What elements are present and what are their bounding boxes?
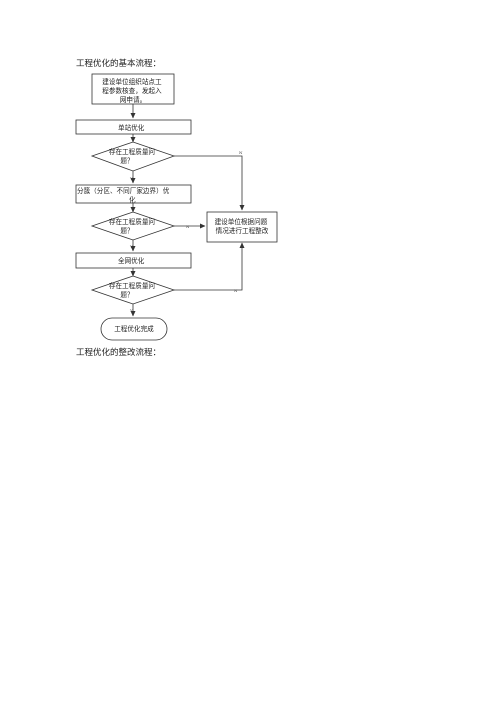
node-check3-diamond (90, 275, 176, 305)
heading-rectify-flow: 工程优化的整改流程： (76, 348, 162, 358)
flow-connectors (130, 104, 245, 317)
edge-check3-to-rectify (174, 242, 245, 291)
node-check1-label: 存在工程质量问 题？ (109, 147, 157, 165)
node-rectify-label: 建设单位根据问题 情况进行工程整改 (215, 217, 270, 235)
edge-label-check2-yes: Y (129, 244, 133, 249)
edge-label-check2-no: N (186, 224, 190, 229)
node-single-site-label: 单站优化 (118, 123, 145, 132)
node-single-site-box (75, 119, 192, 135)
node-cluster-label: 分簇（分区、不同厂家边界）优 化 (77, 186, 171, 204)
edge-label-check3-no: N (234, 288, 238, 293)
node-start-label: 建设单位组织站点工 程参数核查，发起入 网申请。 (102, 77, 163, 104)
node-check3-label: 存在工程质量问 题？ (109, 281, 157, 299)
node-network-label: 全网优化 (118, 256, 145, 265)
edge-label-check1-no: N (239, 150, 243, 155)
flow-node-labels: 建设单位组织站点工 程参数核查，发起入 网申请。 单站优化 存在工程质量问 题？… (77, 77, 269, 333)
node-check2-diamond (90, 211, 176, 241)
edge-label-check3-yes: Y (129, 308, 133, 313)
node-done-label: 工程优化完成 (114, 324, 154, 333)
flow-nodes (75, 73, 278, 341)
edge-label-check1-yes: Y (129, 176, 133, 181)
heading-basic-flow: 工程优化的基本流程： (76, 59, 162, 69)
node-check2-label: 存在工程质量问 题？ (109, 217, 157, 235)
flow-edge-labels: N Y N Y N Y (129, 150, 243, 313)
node-rectify-box (206, 211, 278, 243)
node-start-box (91, 73, 175, 105)
node-network-box (75, 252, 192, 269)
node-done-terminal (100, 317, 168, 341)
node-cluster-box (75, 184, 192, 204)
node-check1-diamond (90, 141, 176, 172)
edge-check1-to-rectify (174, 155, 245, 211)
